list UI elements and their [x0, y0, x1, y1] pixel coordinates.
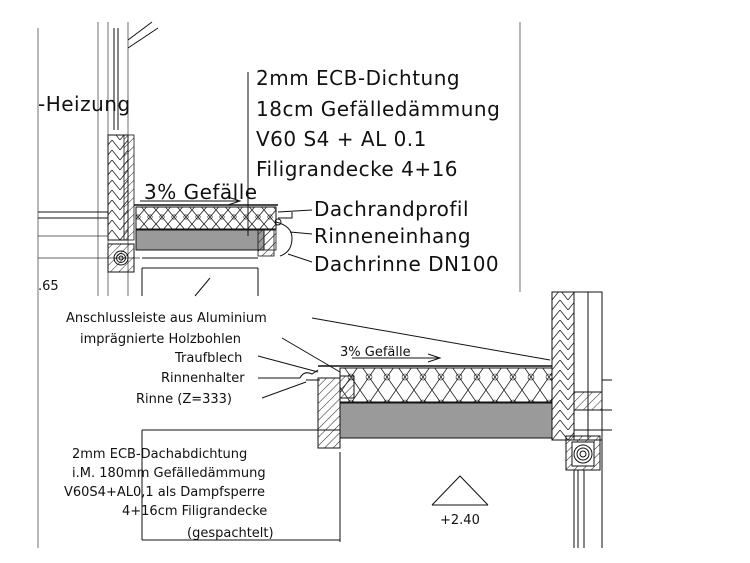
top-edge-item-2: Rinneneinhang: [314, 224, 471, 248]
bottom-layer-4: 4+16cm Filigrandecke: [122, 504, 267, 519]
bottom-detail: Anschlussleiste aus Aluminium imprägnier…: [37, 291, 612, 548]
bottom-level-label: +2.40: [440, 513, 480, 528]
roof-slab: [135, 229, 265, 251]
top-layer-4: Filigrandecke 4+16: [256, 157, 458, 181]
roof-insulation: [135, 206, 277, 230]
gutter-top: [275, 221, 293, 257]
top-level-label: .65: [38, 279, 59, 294]
bottom-roof-insulation: [339, 367, 553, 403]
bottom-layer-2: i.M. 180mm Gefälledämmung: [72, 466, 266, 481]
bottom-slope-label: 3% Gefälle: [340, 345, 411, 360]
bottom-layer-1: 2mm ECB-Dachabdichtung: [72, 447, 247, 462]
bottom-label-1: Anschlussleiste aus Aluminium: [66, 311, 267, 326]
top-layer-3: V60 S4 + AL 0.1: [256, 127, 427, 151]
bottom-layer-5: (gespachtelt): [187, 526, 274, 541]
bottom-label-4: Rinnenhalter: [161, 371, 245, 386]
top-layer-1: 2mm ECB-Dichtung: [256, 66, 460, 90]
top-slope-label: 3% Gefälle: [144, 180, 258, 204]
heizung-label: -Heizung: [38, 92, 131, 116]
bottom-label-3: Traufblech: [174, 351, 242, 366]
top-edge-item-3: Dachrinne DN100: [314, 252, 499, 276]
bottom-label-2: imprägnierte Holzbohlen: [80, 332, 241, 347]
top-layer-2: 18cm Gefälledämmung: [256, 97, 500, 121]
bottom-wall: [551, 291, 575, 441]
bottom-roof-slab: [339, 402, 553, 439]
top-edge-item-1: Dachrandprofil: [314, 197, 469, 221]
bottom-layer-3: V60S4+AL0,1 als Dampfsperre: [64, 485, 265, 500]
top-detail: -Heizung 2mm ECB-Dichtung 18cm Gefälledä…: [37, 21, 521, 297]
level-marker: [431, 475, 489, 506]
gutter-bottom: [299, 369, 319, 379]
bottom-label-5: Rinne (Z=333): [136, 392, 232, 407]
